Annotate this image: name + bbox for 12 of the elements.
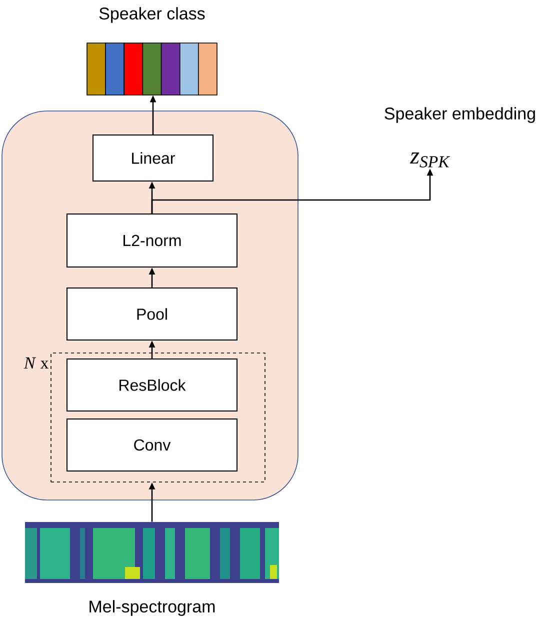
layer-box: ResBlock xyxy=(66,358,238,412)
picture xyxy=(25,522,279,583)
node-label: N x xyxy=(24,357,49,369)
layer-box: Pool xyxy=(66,288,238,340)
layer-box: Linear xyxy=(92,134,214,182)
picture-caption: Mel-spectrogram xyxy=(90,600,215,616)
layer-box: Conv xyxy=(66,418,238,472)
embedding-symbol: z$_{SPK}$ xyxy=(410,152,450,168)
layer-box: L2-norm xyxy=(66,214,238,268)
embedding-label: Speaker embedding xyxy=(384,107,535,123)
class-vector xyxy=(86,42,218,96)
class-label: Speaker class xyxy=(99,7,205,23)
